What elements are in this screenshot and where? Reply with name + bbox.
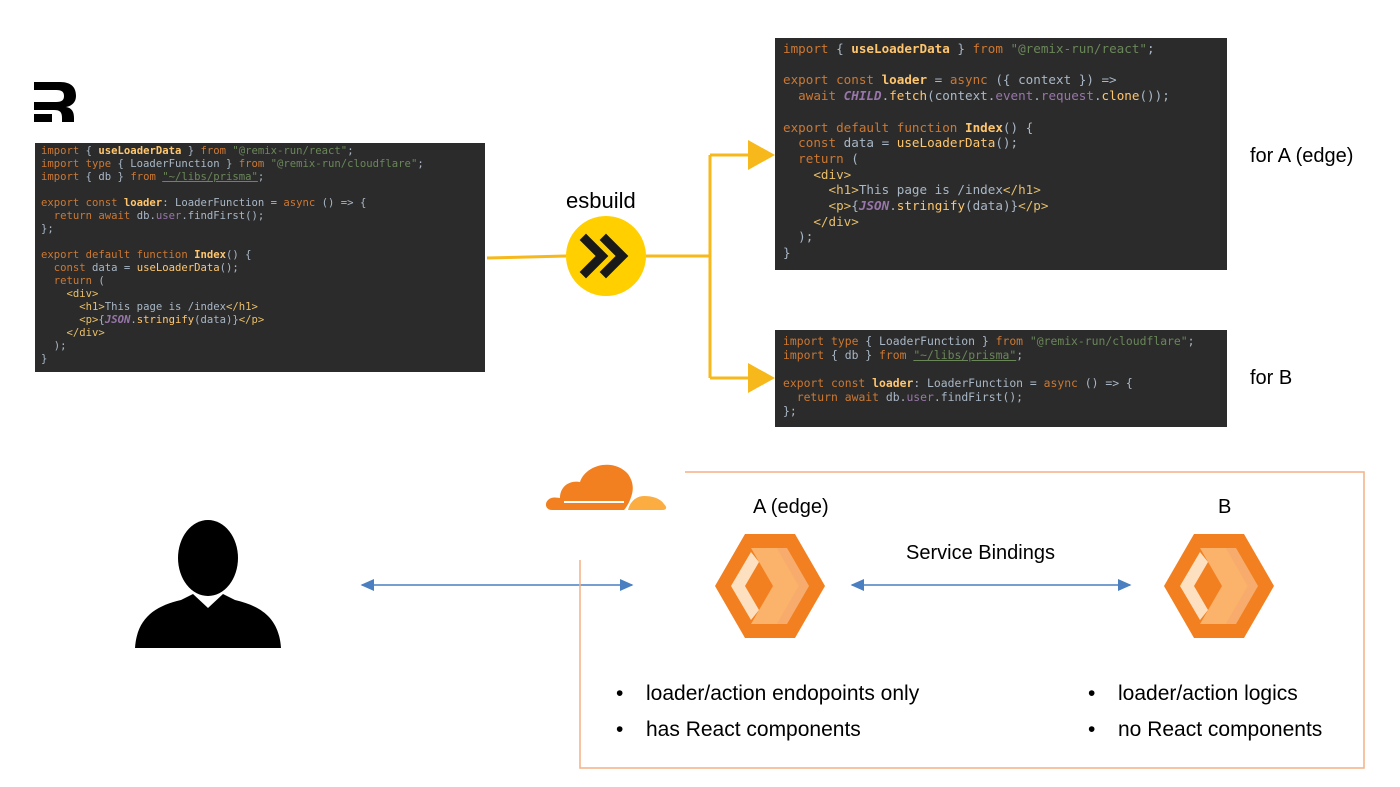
code-line: return await db.user.findFirst();	[796, 390, 1024, 404]
list-item: loader/action endopoints only	[612, 676, 919, 712]
code-line: );	[41, 340, 67, 352]
code-line: import { useLoaderData } from "@remix-ru…	[783, 41, 1155, 56]
code-line: <h1>This page is /index</h1>	[828, 182, 1041, 198]
code-line	[783, 362, 1227, 376]
code-block-b: import type { LoaderFunction } from "@re…	[775, 330, 1227, 427]
code-line: };	[783, 404, 797, 418]
worker-b-label: B	[1218, 496, 1232, 518]
code-line: );	[783, 229, 814, 245]
code-line: export default function Index() {	[783, 119, 1034, 135]
code-line: export const loader: LoaderFunction = as…	[41, 197, 367, 209]
code-line: import { db } from "~/libs/prisma";	[783, 348, 1024, 362]
code-line	[783, 104, 1227, 120]
code-line: await CHILD.fetch(context.event.request.…	[798, 88, 1170, 104]
worker-a-icon	[715, 534, 825, 638]
code-line: <p>{JSON.stringify(data)}</p>	[79, 314, 265, 326]
worker-b-bullets: loader/action logics no React components	[1084, 676, 1322, 748]
code-line: };	[41, 223, 54, 235]
code-line: import { db } from "~/libs/prisma";	[41, 171, 265, 183]
list-item: has React components	[612, 712, 919, 748]
code-line: }	[783, 245, 791, 261]
code-line: const data = useLoaderData();	[53, 262, 239, 274]
code-line: </div>	[66, 327, 105, 339]
list-item: no React components	[1084, 712, 1322, 748]
code-line	[41, 184, 485, 197]
code-line: export const loader: LoaderFunction = as…	[783, 376, 1133, 390]
cloudflare-boundary-box	[579, 471, 1365, 769]
code-line: export const loader = async ({ context }…	[783, 72, 1117, 88]
worker-a-label: A (edge)	[753, 496, 829, 518]
remix-logo	[34, 82, 76, 122]
source-code-block: import { useLoaderData } from "@remix-ru…	[35, 143, 485, 372]
code-block-a: import { useLoaderData } from "@remix-ru…	[775, 38, 1227, 270]
list-item: loader/action logics	[1084, 676, 1322, 712]
user-icon	[135, 520, 281, 648]
code-line	[41, 236, 485, 249]
code-line	[783, 57, 1227, 73]
code-line: const data = useLoaderData();	[798, 135, 1019, 151]
cloudflare-logo	[545, 464, 667, 510]
code-line: import type { LoaderFunction } from "@re…	[783, 334, 1195, 348]
code-line: <p>{JSON.stringify(data)}</p>	[828, 198, 1049, 214]
esbuild-icon	[566, 216, 646, 296]
code-line: <div>	[813, 166, 852, 182]
worker-a-bullets: loader/action endopoints only has React …	[612, 676, 919, 748]
esbuild-label: esbuild	[566, 188, 636, 213]
code-line: return (	[798, 150, 859, 166]
code-line: return await db.user.findFirst();	[53, 210, 265, 222]
worker-b-icon	[1164, 534, 1274, 638]
code-line: import { useLoaderData } from "@remix-ru…	[41, 145, 354, 157]
code-line: import type { LoaderFunction } from "@re…	[41, 158, 424, 170]
source-to-esbuild-line	[486, 254, 567, 260]
code-line: <h1>This page is /index</h1>	[79, 301, 258, 313]
for-a-label: for A (edge)	[1250, 145, 1354, 167]
code-line: </div>	[813, 213, 859, 229]
for-b-label: for B	[1250, 367, 1293, 389]
code-line: return (	[53, 275, 105, 287]
service-bindings-label: Service Bindings	[906, 542, 1055, 564]
code-line: }	[41, 353, 48, 365]
code-line: export default function Index() {	[41, 249, 252, 261]
code-line: <div>	[66, 288, 99, 300]
